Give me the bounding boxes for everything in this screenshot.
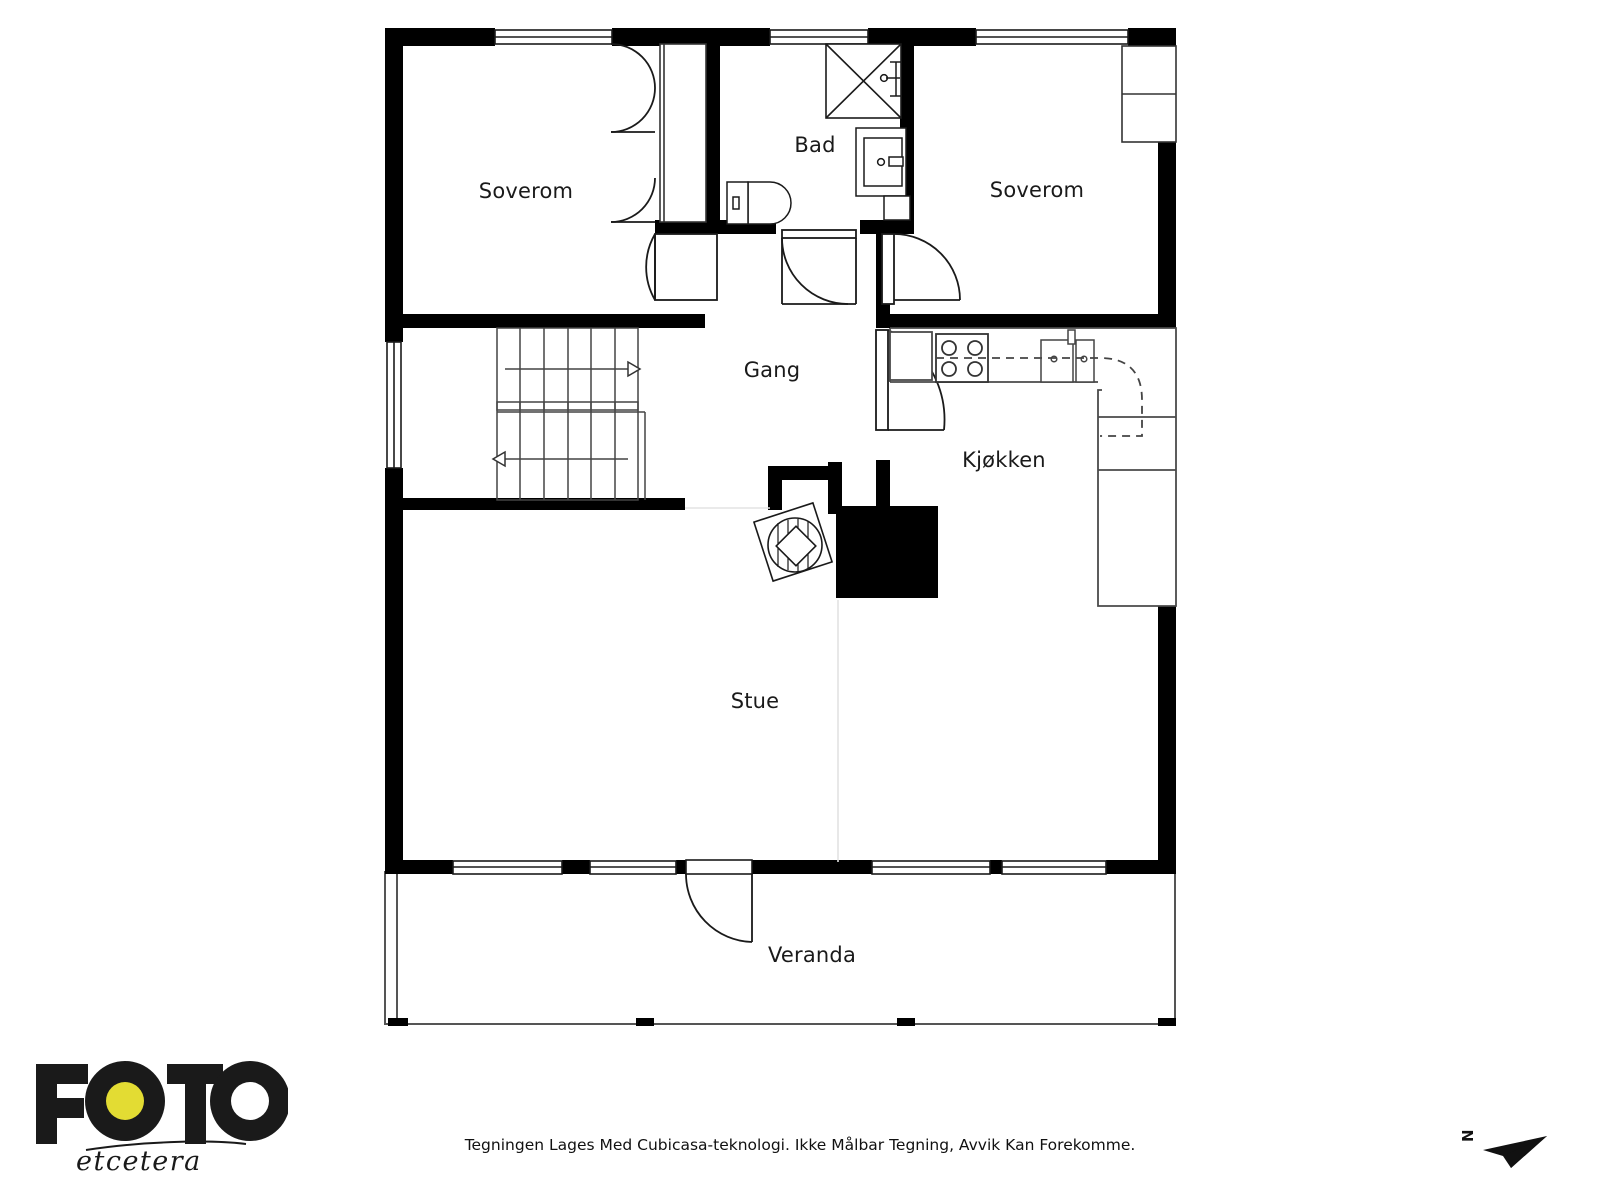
- disclaimer-text: Tegningen Lages Med Cubicasa-teknologi. …: [464, 1136, 1136, 1154]
- staircase: [491, 327, 646, 501]
- room-label-bad: Bad: [794, 133, 836, 157]
- closet-right-bedroom: [1121, 45, 1177, 143]
- door-soverom-right: [881, 233, 961, 305]
- wardrobe: [659, 43, 707, 223]
- exterior-walls: [385, 28, 1176, 874]
- north-arrow: N: [1455, 1098, 1565, 1168]
- interior-walls: [385, 28, 1176, 598]
- veranda-posts: [388, 1018, 1176, 1026]
- shower-mixer-icon: [879, 61, 902, 97]
- kitchen-sink: [1040, 329, 1095, 383]
- open-plan-guides: [685, 507, 839, 862]
- logo-script: etcetera: [76, 1146, 202, 1176]
- bathroom-sink: [855, 127, 911, 221]
- wood-stove: [752, 501, 834, 583]
- foto-etcetera-logo: etcetera: [28, 1046, 288, 1176]
- countertop-dashed-line: [936, 357, 1143, 437]
- room-label-soverom-right: Soverom: [989, 178, 1085, 202]
- door-bad: [781, 229, 857, 305]
- room-label-stue: Stue: [730, 689, 780, 713]
- room-label-kjokken: Kjøkken: [962, 448, 1046, 472]
- room-label-gang: Gang: [743, 358, 801, 382]
- shower-cubicle: [825, 43, 902, 119]
- north-label: N: [1459, 1129, 1477, 1142]
- logo-dot: [106, 1082, 144, 1120]
- door-soverom-left: [645, 233, 718, 301]
- windows: [386, 29, 1175, 875]
- room-label-veranda: Veranda: [767, 943, 857, 967]
- toilet: [726, 181, 792, 225]
- cooktop: [935, 333, 989, 383]
- wardrobe-doors: [610, 43, 656, 223]
- kitchen-counter: [889, 327, 1177, 607]
- room-label-soverom-left: Soverom: [478, 179, 574, 203]
- door-veranda: [685, 859, 753, 943]
